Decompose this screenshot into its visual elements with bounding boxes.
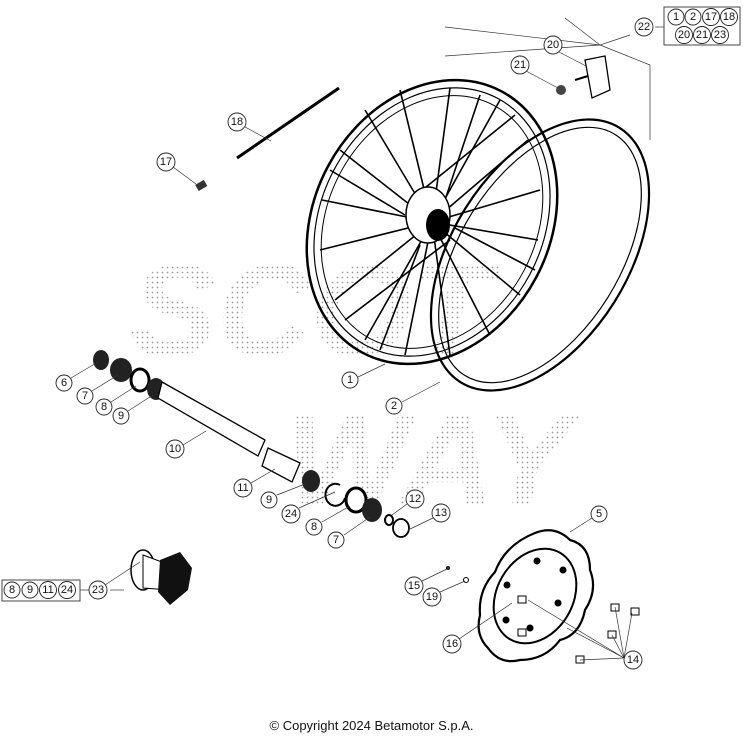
callout-16[interactable]: 16 — [442, 634, 462, 654]
svg-text:13: 13 — [435, 507, 447, 519]
callout-10[interactable]: 10 — [165, 439, 185, 459]
callout-7[interactable]: 7 — [76, 387, 94, 405]
svg-text:8: 8 — [311, 521, 317, 533]
svg-text:17: 17 — [705, 11, 717, 23]
svg-text:24: 24 — [285, 508, 297, 520]
disc-screws[interactable] — [517, 595, 640, 664]
circlip[interactable] — [324, 482, 346, 507]
callout-9-right[interactable]: 9 — [260, 491, 278, 509]
hub[interactable] — [130, 549, 192, 605]
callout-2[interactable]: 2 — [385, 397, 403, 415]
axle-nut[interactable] — [392, 518, 410, 538]
svg-text:9: 9 — [27, 584, 33, 596]
svg-text:6: 6 — [61, 377, 67, 389]
callout-15[interactable]: 15 — [404, 576, 424, 596]
svg-text:21: 21 — [696, 29, 708, 41]
kit23-item-9[interactable]: 9 — [21, 581, 39, 599]
watermark-line-1: SCOT — [130, 237, 501, 383]
rim-lock[interactable] — [574, 55, 611, 99]
callout-5[interactable]: 5 — [590, 505, 608, 523]
kit22-item-17[interactable]: 17 — [702, 8, 720, 26]
bearing-right[interactable] — [302, 470, 320, 492]
kit-box-22: 1 2 17 18 20 21 23 — [663, 6, 741, 46]
callout-1[interactable]: 1 — [341, 371, 359, 389]
kit22-item-2[interactable]: 2 — [684, 8, 702, 26]
callout-17[interactable]: 17 — [156, 152, 176, 172]
svg-text:20: 20 — [547, 39, 559, 51]
callout-22[interactable]: 22 — [634, 17, 654, 37]
svg-text:16: 16 — [446, 638, 458, 650]
axle-left-parts — [93, 350, 410, 538]
callout-14[interactable]: 14 — [623, 650, 643, 670]
washer[interactable] — [384, 514, 394, 526]
callout-8[interactable]: 8 — [95, 398, 113, 416]
svg-text:2: 2 — [391, 400, 397, 412]
svg-text:23: 23 — [714, 29, 726, 41]
svg-text:2: 2 — [690, 11, 696, 23]
svg-text:12: 12 — [409, 493, 421, 505]
tire-band[interactable] — [386, 81, 694, 429]
callout-24[interactable]: 24 — [281, 504, 301, 524]
callout-18[interactable]: 18 — [227, 112, 247, 132]
svg-text:20: 20 — [678, 29, 690, 41]
spacer[interactable] — [261, 447, 301, 483]
svg-text:17: 17 — [160, 156, 172, 168]
svg-text:8: 8 — [9, 584, 15, 596]
svg-text:18: 18 — [723, 11, 735, 23]
copyright-text: © Copyright 2024 Betamotor S.p.A. — [269, 718, 474, 733]
svg-text:10: 10 — [169, 443, 181, 455]
callout-23[interactable]: 23 — [88, 580, 108, 600]
bearing-left[interactable] — [110, 358, 132, 382]
callout-9[interactable]: 9 — [112, 407, 130, 425]
svg-text:14: 14 — [627, 654, 639, 666]
svg-text:18: 18 — [231, 116, 243, 128]
spacer-ring-left[interactable] — [129, 367, 151, 393]
svg-text:9: 9 — [118, 410, 124, 422]
callout-11[interactable]: 11 — [233, 478, 253, 498]
svg-text:9: 9 — [266, 494, 272, 506]
svg-text:1: 1 — [347, 374, 353, 386]
bearing-right-2[interactable] — [362, 498, 382, 522]
seal[interactable] — [93, 350, 109, 370]
svg-text:8: 8 — [101, 401, 107, 413]
callout-13[interactable]: 13 — [431, 503, 451, 523]
axle[interactable] — [157, 381, 266, 457]
svg-text:11: 11 — [237, 482, 248, 494]
kit22-item-1[interactable]: 1 — [667, 8, 685, 26]
leader-lines — [70, 26, 664, 661]
svg-text:22: 22 — [638, 21, 650, 33]
svg-text:11: 11 — [42, 584, 53, 596]
callout-21[interactable]: 21 — [510, 55, 530, 75]
kit22-item-18[interactable]: 18 — [720, 8, 738, 26]
callout-7-right[interactable]: 7 — [327, 531, 345, 549]
svg-text:24: 24 — [61, 584, 73, 596]
callout-6[interactable]: 6 — [55, 374, 73, 392]
kit22-item-21[interactable]: 21 — [693, 26, 711, 44]
callout-20[interactable]: 20 — [543, 35, 563, 55]
kit22-item-20[interactable]: 20 — [675, 26, 693, 44]
small-washer[interactable] — [463, 577, 469, 583]
svg-text:19: 19 — [426, 591, 438, 603]
svg-text:23: 23 — [92, 584, 104, 596]
svg-text:21: 21 — [514, 59, 526, 71]
spoke-nipple[interactable] — [195, 179, 208, 191]
spacer-ring-right[interactable] — [344, 486, 368, 514]
rim-lock-nut[interactable] — [556, 85, 566, 95]
kit23-item-24[interactable]: 24 — [58, 581, 76, 599]
callout-19[interactable]: 19 — [422, 587, 442, 607]
callout-8-right[interactable]: 8 — [305, 518, 323, 536]
brake-disc[interactable] — [477, 529, 595, 663]
svg-text:7: 7 — [333, 534, 339, 546]
kit23-item-11[interactable]: 11 — [39, 581, 57, 599]
svg-text:7: 7 — [82, 390, 88, 402]
kit-box-23: 8 9 11 24 — [1, 579, 89, 602]
spoke[interactable] — [236, 86, 340, 160]
kit23-item-8[interactable]: 8 — [3, 581, 21, 599]
callout-12[interactable]: 12 — [405, 489, 425, 509]
svg-text:5: 5 — [596, 508, 602, 520]
svg-text:1: 1 — [673, 11, 679, 23]
kit22-item-23[interactable]: 23 — [711, 26, 729, 44]
svg-text:15: 15 — [408, 580, 420, 592]
